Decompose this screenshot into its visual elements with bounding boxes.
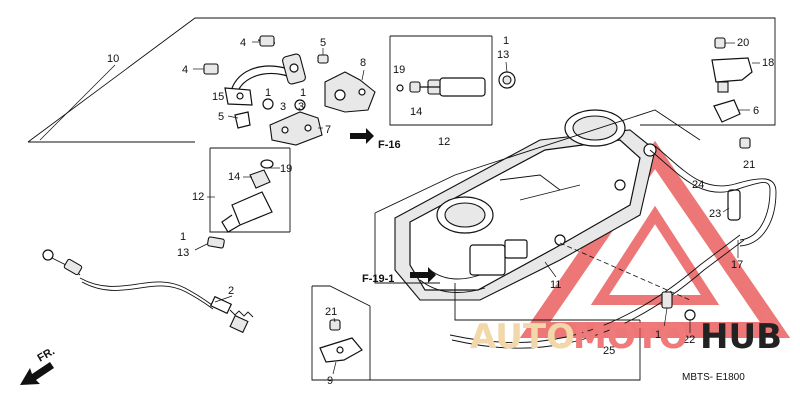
label-18: 18 (762, 57, 774, 69)
label-13a: 13 (497, 49, 509, 61)
front-arrow-icon (20, 362, 54, 385)
label-22: 22 (683, 334, 695, 346)
front-label: FR. (36, 345, 57, 364)
label-6: 6 (753, 105, 759, 117)
ref-f191: F-19-1 (362, 273, 394, 285)
leader-13b (194, 243, 208, 251)
label-23: 23 (709, 208, 721, 220)
injector-box-top (389, 35, 516, 126)
label-1b: 1 (300, 87, 306, 99)
injector-box-left (207, 147, 291, 249)
front-arrow: FR. (20, 345, 57, 385)
leader-11 (544, 261, 557, 278)
watermark-triangle (519, 140, 791, 338)
leader-21a (333, 317, 336, 323)
label-21b: 21 (743, 159, 755, 171)
bracket-9 (311, 285, 371, 381)
watermark-moto: MOTO (573, 317, 688, 357)
label-24: 24 (692, 179, 704, 191)
label-9: 9 (327, 375, 333, 387)
label-4b: 4 (182, 64, 188, 76)
label-3b: 3 (298, 101, 304, 113)
label-12a: 12 (438, 136, 450, 148)
diagram-code: MBTS- E1800 (682, 372, 745, 383)
sensor-bracket (317, 54, 376, 113)
watermark-text: AUTO MOTO HUB (470, 317, 782, 357)
label-11: 11 (550, 279, 561, 291)
label-21a: 21 (325, 306, 337, 318)
leader-23 (722, 207, 730, 213)
label-14a: 14 (410, 106, 422, 118)
hose-24 (649, 145, 777, 247)
map-sensor-group (711, 37, 753, 221)
label-3a: 3 (280, 101, 286, 113)
leader-8 (361, 69, 365, 81)
throttle-body (394, 109, 657, 301)
ref-f16: F-16 (378, 139, 401, 151)
label-5b: 5 (218, 111, 224, 123)
label-7: 7 (325, 124, 331, 136)
label-19a: 19 (393, 64, 405, 76)
f191-arrow (410, 267, 436, 283)
throttle-body-frame (374, 109, 701, 321)
label-12b: 12 (192, 191, 204, 203)
f16-arrow (350, 128, 374, 144)
label-4a: 4 (240, 37, 246, 49)
label-1a: 1 (265, 87, 271, 99)
label-17: 17 (731, 259, 743, 271)
label-5a: 5 (320, 37, 326, 49)
leader-10 (39, 64, 116, 141)
label-2: 2 (228, 285, 234, 297)
leader-9 (332, 361, 337, 375)
label-13b: 13 (177, 247, 189, 259)
fuel-pipe-assembly (203, 35, 323, 146)
label-1d: 1 (180, 231, 186, 243)
leader-5b (227, 115, 239, 119)
leader-16 (663, 307, 668, 329)
watermark-hub: HUB (700, 317, 782, 357)
leader-13a (505, 61, 508, 73)
leader-2 (214, 295, 233, 303)
label-1c: 1 (503, 35, 509, 47)
label-14b: 14 (228, 171, 240, 183)
hose-25 (449, 234, 745, 349)
label-19b: 19 (280, 163, 292, 175)
label-10: 10 (107, 53, 119, 65)
label-20: 20 (737, 37, 749, 49)
label-8: 8 (360, 57, 366, 69)
label-15: 15 (212, 91, 224, 103)
label-25: 25 (603, 345, 615, 357)
diagram-frame (27, 17, 776, 381)
label-16: 16 (655, 329, 667, 341)
watermark-auto: AUTO (470, 317, 575, 357)
throttle-cable (42, 249, 254, 334)
